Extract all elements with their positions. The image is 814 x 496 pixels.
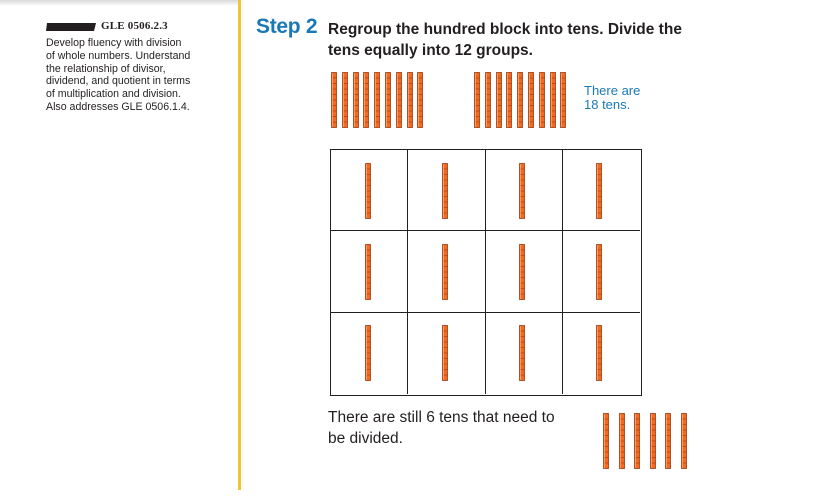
- tens-group-right: [474, 72, 574, 132]
- ten-rod: [618, 413, 625, 469]
- remainder-text: There are still 6 tens that need to be d…: [328, 407, 588, 449]
- gle-line: Also addresses GLE 0506.1.4.: [46, 100, 190, 113]
- ten-rod: [665, 413, 671, 469]
- gle-line: the relationship of divisor,: [46, 62, 166, 75]
- ten-rod: [519, 162, 526, 219]
- ten-rod: [560, 72, 567, 128]
- ten-rod: [506, 72, 513, 128]
- ten-rod: [603, 413, 609, 469]
- ten-rod: [538, 72, 545, 128]
- step-title-line: tens equally into 12 groups.: [328, 42, 533, 59]
- group-cell: [331, 312, 409, 394]
- ten-rod: [519, 244, 526, 300]
- gle-line: Develop fluency with division: [46, 37, 182, 49]
- gle-line: dividend, and quotient in terms: [46, 75, 191, 88]
- ten-rod: [596, 325, 603, 382]
- ten-rod: [417, 72, 424, 128]
- ten-rod: [528, 72, 534, 128]
- ten-rod: [364, 325, 371, 382]
- remainder-line: There are still 6 tens that need to: [328, 409, 555, 426]
- group-cell: [563, 313, 640, 394]
- ten-rod: [634, 413, 640, 469]
- ten-rod: [519, 325, 526, 382]
- group-cell: [408, 312, 486, 394]
- group-cell: [562, 150, 640, 232]
- group-cell: [485, 150, 563, 232]
- ten-rod: [484, 72, 491, 128]
- gle-line: of multiplication and division.: [46, 88, 181, 101]
- ten-rod: [517, 72, 524, 128]
- gle-line: of whole numbers. Understand: [46, 49, 191, 62]
- group-cell: [408, 150, 486, 232]
- ten-rod: [441, 325, 448, 382]
- tens-count-note: There are 18 tens.: [584, 84, 640, 111]
- group-cell: [485, 231, 563, 313]
- group-cell: [331, 150, 409, 232]
- ten-rod: [364, 244, 371, 300]
- ten-rod: [363, 72, 370, 128]
- ten-rod: [395, 72, 402, 128]
- remainder-line: be divided.: [328, 430, 403, 447]
- ten-rod: [364, 162, 371, 219]
- ten-rod: [374, 72, 381, 128]
- tennessee-state-icon: [46, 23, 96, 31]
- group-cell: [331, 231, 409, 313]
- ten-rod: [441, 244, 448, 300]
- group-cell: [562, 231, 640, 313]
- remaining-tens-group: [603, 413, 703, 475]
- step-title: Regroup the hundred block into tens. Div…: [328, 19, 708, 61]
- step-label: Step 2: [256, 15, 318, 38]
- ten-rod: [385, 72, 391, 128]
- ten-rod: [495, 72, 502, 128]
- column-divider: [238, 0, 241, 490]
- top-shadow: [0, 0, 240, 6]
- gle-description: Develop fluency with division of whole n…: [46, 37, 226, 114]
- ten-rod: [474, 72, 480, 128]
- note-line: There are: [584, 83, 641, 98]
- group-cell: [486, 312, 563, 394]
- ten-rod: [596, 162, 603, 219]
- group-cell: [408, 231, 486, 313]
- ten-rod: [352, 72, 359, 128]
- ten-rod: [341, 72, 348, 128]
- step-title-line: Regroup the hundred block into tens. Div…: [328, 21, 682, 38]
- ten-rod: [549, 72, 556, 128]
- ten-rod: [649, 413, 656, 469]
- division-grid: [330, 149, 642, 396]
- note-line: 18 tens.: [584, 96, 631, 112]
- ten-rod: [680, 413, 687, 469]
- tens-group-left: [331, 72, 461, 132]
- ten-rod: [331, 72, 337, 128]
- ten-rod: [406, 72, 413, 128]
- ten-rod: [596, 244, 603, 300]
- ten-rod: [441, 162, 448, 219]
- gle-code: GLE 0506.2.3: [101, 20, 168, 32]
